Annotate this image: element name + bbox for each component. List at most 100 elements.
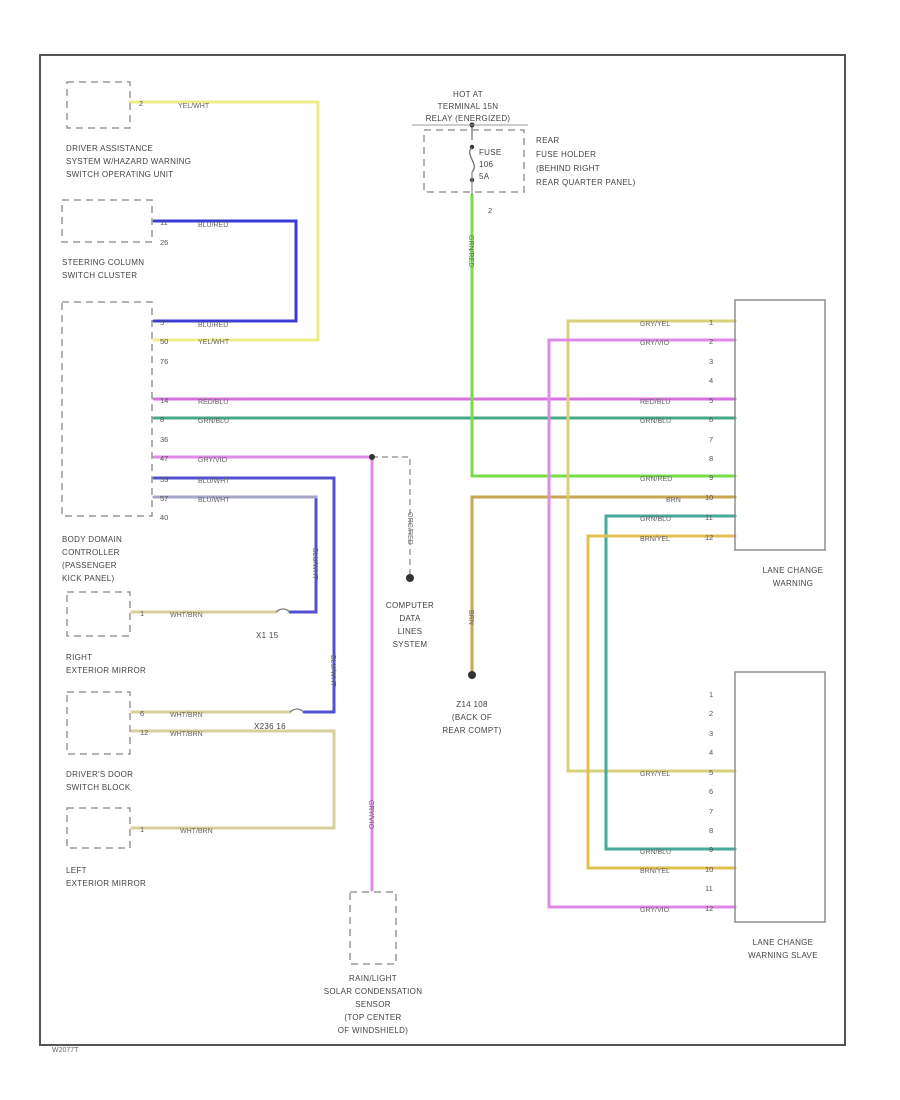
- svg-text:47: 47: [160, 454, 168, 463]
- svg-text:FUSE HOLDER: FUSE HOLDER: [536, 150, 596, 159]
- fuse-icon: [469, 146, 475, 173]
- svg-text:FUSE: FUSE: [479, 148, 502, 157]
- drivers-door-label: DRIVER'S DOOR SWITCH BLOCK: [66, 770, 133, 792]
- left-mirror-box: [66, 807, 131, 849]
- driver-assist-label: DRIVER ASSISTANCE SYSTEM W/HAZARD WARNIN…: [66, 144, 191, 179]
- computer-data-label: COMPUTER DATA LINES SYSTEM: [386, 601, 434, 649]
- svg-text:EXTERIOR MIRROR: EXTERIOR MIRROR: [66, 666, 146, 675]
- lcs-pins: 1 2 3 4 5 6 7 8 9 10 11 12: [705, 690, 713, 913]
- wl-vert-rain: GRY/VIO: [367, 800, 374, 830]
- svg-text:9: 9: [709, 845, 713, 854]
- svg-text:REAR QUARTER PANEL): REAR QUARTER PANEL): [536, 178, 636, 187]
- pin-da-2: 2: [139, 99, 143, 108]
- svg-text:5A: 5A: [479, 172, 490, 181]
- wl-lm: WHT/BRN: [180, 828, 213, 835]
- wl-lcw8: GRN/RED: [640, 476, 672, 483]
- lane-change-slave-label: LANE CHANGE WARNING SLAVE: [748, 938, 818, 960]
- fuse-label: FUSE 106 5A: [479, 148, 502, 181]
- splice-x1-icon: [275, 608, 291, 613]
- svg-text:SYSTEM: SYSTEM: [393, 640, 428, 649]
- pin-dd-12: 12: [140, 728, 148, 737]
- lane-change-slave-box: [734, 671, 826, 923]
- svg-text:STEERING COLUMN: STEERING COLUMN: [62, 258, 144, 267]
- wl-lcs10: BRN/YEL: [640, 868, 670, 875]
- svg-text:SWITCH CLUSTER: SWITCH CLUSTER: [62, 271, 137, 280]
- svg-text:COMPUTER: COMPUTER: [386, 601, 434, 610]
- svg-text:(PASSENGER: (PASSENGER: [62, 561, 117, 570]
- svg-text:WARNING: WARNING: [773, 579, 813, 588]
- wl-lcs12: GRY/VIO: [640, 907, 670, 914]
- wl-bdc47: GRY/VIO: [198, 457, 228, 464]
- lane-change-box: [734, 299, 826, 551]
- svg-text:RELAY (ENERGIZED): RELAY (ENERGIZED): [426, 114, 511, 123]
- svg-text:LEFT: LEFT: [66, 866, 87, 875]
- wl-bdc14: RED/BLU: [198, 399, 228, 406]
- wl-rm: WHT/BRN: [170, 612, 203, 619]
- svg-text:8: 8: [709, 826, 713, 835]
- svg-text:4: 4: [709, 376, 713, 385]
- splice-x236-label: X236 16: [254, 722, 286, 731]
- rear-fuse-label: REAR FUSE HOLDER (BEHIND RIGHT REAR QUAR…: [536, 136, 636, 187]
- wire-grn-red: [470, 193, 737, 478]
- pin-fuse-2: 2: [488, 206, 492, 215]
- wl-da: YEL/WHT: [178, 103, 210, 110]
- svg-text:12: 12: [705, 533, 713, 542]
- svg-text:HOT AT: HOT AT: [453, 90, 483, 99]
- svg-text:5: 5: [709, 396, 713, 405]
- svg-text:7: 7: [709, 435, 713, 444]
- svg-text:CONTROLLER: CONTROLLER: [62, 548, 120, 557]
- svg-text:WARNING SLAVE: WARNING SLAVE: [748, 951, 818, 960]
- wl-vert-data: ORG/RED: [406, 512, 413, 545]
- wire-blu-red-steering: [152, 219, 298, 323]
- wl-sc: BLU/RED: [198, 222, 228, 229]
- svg-text:DRIVER'S DOOR: DRIVER'S DOOR: [66, 770, 133, 779]
- pin-dd-6: 6: [140, 709, 144, 718]
- splice-x15-label: X1 15: [256, 631, 279, 640]
- svg-text:76: 76: [160, 357, 168, 366]
- wire-grn-blu-lcs: [604, 514, 737, 851]
- svg-text:SENSOR: SENSOR: [355, 1000, 391, 1009]
- svg-text:DRIVER ASSISTANCE: DRIVER ASSISTANCE: [66, 144, 153, 153]
- svg-text:10: 10: [705, 865, 713, 874]
- svg-text:5: 5: [160, 318, 164, 327]
- svg-text:EXTERIOR MIRROR: EXTERIOR MIRROR: [66, 879, 146, 888]
- svg-text:9: 9: [709, 473, 713, 482]
- wire-wht-brn-lm: [130, 729, 336, 830]
- svg-text:REAR: REAR: [536, 136, 559, 145]
- svg-text:36: 36: [160, 435, 168, 444]
- splice-x236-icon: [289, 708, 305, 713]
- wl-lcw10: BRN: [666, 497, 681, 504]
- footer-code: W2077T: [52, 1047, 79, 1054]
- bdc-pins: 5 50 76 14 8 36 47 53 57 40: [160, 318, 168, 522]
- wl-lcw11: GRN/BLU: [640, 516, 671, 523]
- svg-text:4: 4: [709, 748, 713, 757]
- wl-lcs9: GRN/BLU: [640, 849, 671, 856]
- svg-text:OF WINDSHIELD): OF WINDSHIELD): [338, 1026, 408, 1035]
- bdc-box: [61, 301, 153, 517]
- pin-rm-1: 1: [140, 609, 144, 618]
- wire-gry-vio: [547, 338, 737, 909]
- splice-dot: [369, 454, 375, 460]
- pin-lm-1: 1: [140, 825, 144, 834]
- data-lines-dot: [406, 574, 414, 582]
- wl-bdc57: BLU/WHT: [198, 497, 230, 504]
- svg-text:LANE CHANGE: LANE CHANGE: [763, 566, 824, 575]
- bdc-label: BODY DOMAIN CONTROLLER (PASSENGER KICK P…: [62, 535, 122, 583]
- svg-text:LANE CHANGE: LANE CHANGE: [753, 938, 814, 947]
- svg-text:11: 11: [705, 513, 713, 522]
- svg-text:1: 1: [709, 318, 713, 327]
- svg-text:SOLAR CONDENSATION: SOLAR CONDENSATION: [324, 987, 423, 996]
- wire-brn-yel: [586, 534, 737, 870]
- wl-bdc8: GRN/BLU: [198, 418, 229, 425]
- rear-fuse-box: [423, 129, 525, 193]
- svg-text:2: 2: [709, 337, 713, 346]
- wl-bdc5: BLU/RED: [198, 322, 228, 329]
- wire-brn: [470, 495, 737, 675]
- wl-lcs5: GRY/YEL: [640, 771, 670, 778]
- right-mirror-box: [66, 591, 131, 637]
- svg-text:106: 106: [479, 160, 493, 169]
- wl-lcw6: GRN/BLU: [640, 418, 671, 425]
- diagram-frame: [39, 54, 846, 1046]
- svg-text:DATA: DATA: [399, 614, 421, 623]
